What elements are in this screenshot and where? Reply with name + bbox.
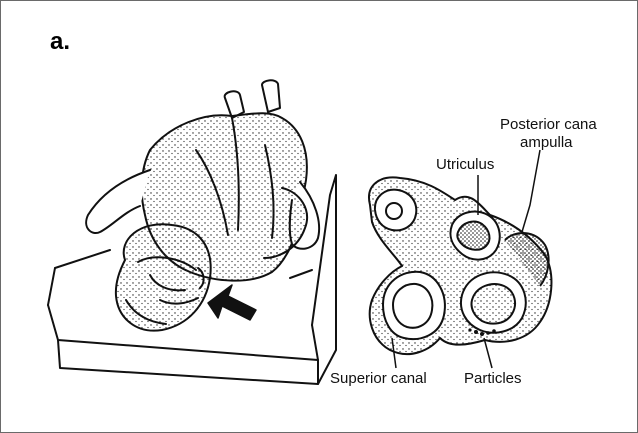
labyrinth-illustration xyxy=(369,150,551,368)
label-posterior-ampulla: ampulla xyxy=(520,134,573,151)
label-particles: Particles xyxy=(464,370,522,387)
label-posterior-canal: Posterior cana xyxy=(500,116,597,133)
label-utriculus: Utriculus xyxy=(436,156,494,173)
patient-illustration xyxy=(48,80,336,384)
direction-arrow xyxy=(208,285,256,320)
label-superior-canal: Superior canal xyxy=(330,370,427,387)
feet xyxy=(225,80,280,118)
head xyxy=(116,224,211,330)
